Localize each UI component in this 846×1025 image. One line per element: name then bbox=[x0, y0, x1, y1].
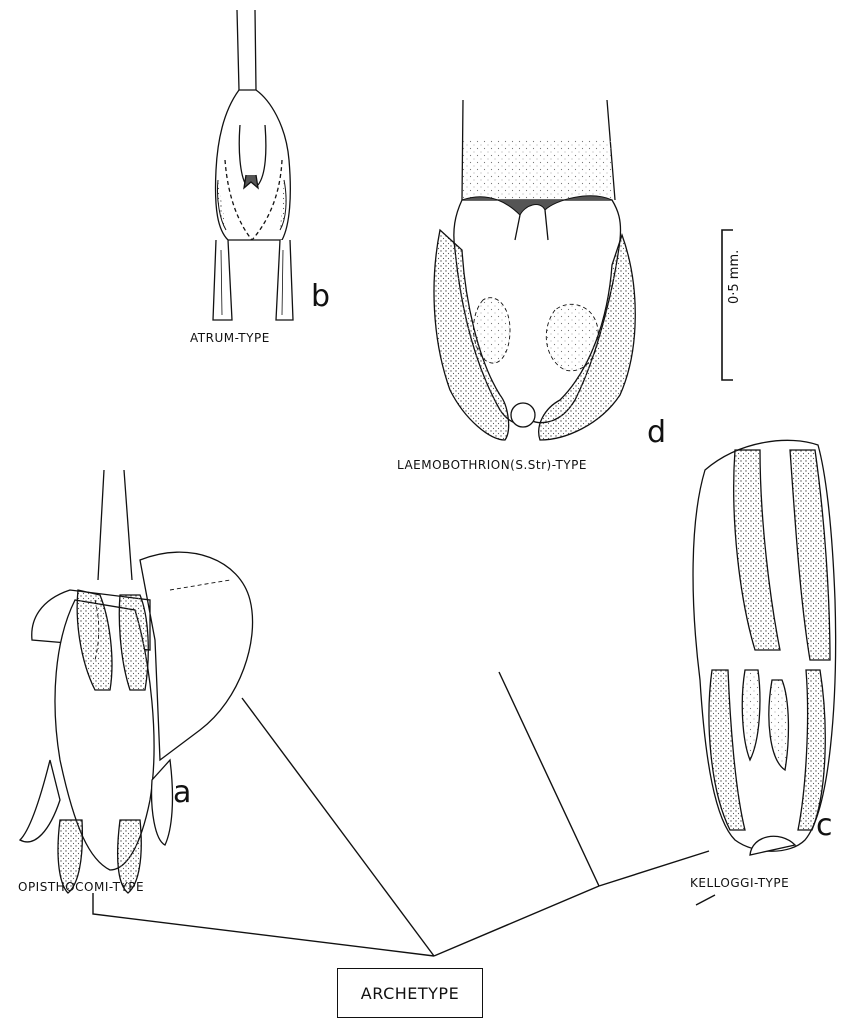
specimen-b-drawing bbox=[213, 10, 293, 320]
panel-letter-d: d bbox=[647, 418, 666, 448]
panel-letter-b: b bbox=[311, 282, 330, 312]
branch-c-stub bbox=[696, 895, 715, 905]
specimen-c-drawing bbox=[693, 440, 836, 855]
label-kelloggi: KELLOGGI-TYPE bbox=[690, 876, 789, 890]
archetype-label: ARCHETYPE bbox=[361, 984, 459, 1003]
panel-letter-c: c bbox=[816, 811, 833, 841]
label-opisthocomi: OPISTHOCOMI-TYPE bbox=[18, 880, 144, 894]
archetype-box: ARCHETYPE bbox=[337, 968, 483, 1018]
branch-b bbox=[242, 698, 434, 956]
scale-bar-label: 0·5 mm. bbox=[727, 250, 742, 304]
panel-letter-a: a bbox=[173, 778, 191, 808]
specimen-a-drawing bbox=[20, 470, 253, 893]
branch-lower-right bbox=[434, 886, 599, 956]
specimen-d-drawing bbox=[434, 100, 635, 440]
label-laemobothrion: LAEMOBOTHRION(S.Str)-TYPE bbox=[397, 458, 587, 472]
label-atrum: ATRUM-TYPE bbox=[190, 331, 270, 345]
branch-a bbox=[93, 893, 434, 956]
branch-d bbox=[499, 672, 599, 886]
